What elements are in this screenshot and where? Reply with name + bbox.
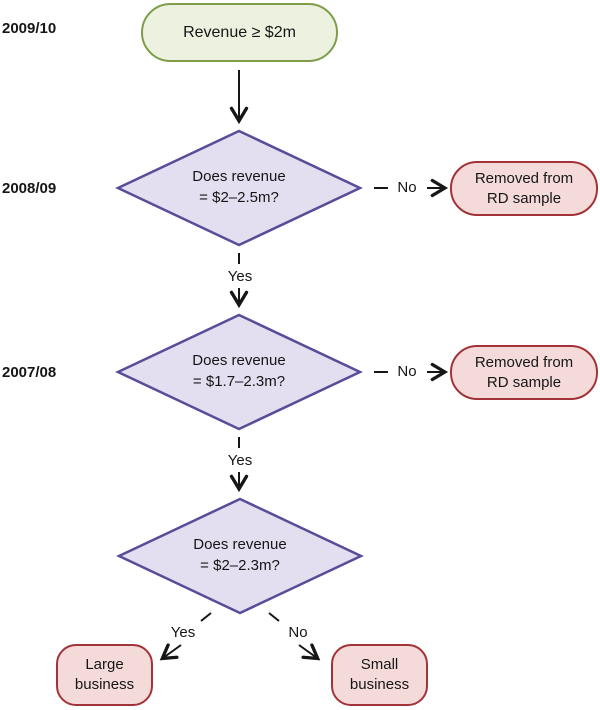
decision-diamond-final [116,497,364,615]
removed2-line2: RD sample [486,373,562,391]
decision2-line1: Does revenue [192,352,286,369]
edge-decision3-no-dash [268,612,280,622]
edge-decision3-yes-arrow [159,643,182,661]
year-label-2008-09: 2008/09 [2,180,57,197]
decision2-text: Does revenue = $1.7–2.3m? [139,350,339,392]
large-line2: business [74,676,135,693]
decision3-line1: Does revenue [193,536,287,553]
large-line1: Large [85,656,124,673]
year-label-2007-08: 2007/08 [2,364,57,381]
year-label-2009-10: 2009/10 [2,20,57,37]
large-business-node: Large business [56,644,153,706]
decision1-line2: = $2–2.5m? [199,189,279,206]
small-business-node: Small business [331,644,428,706]
decision3-line2: = $2–2.3m? [200,557,280,574]
edge-label-yes-1: Yes [220,268,260,286]
removed1-line1: Removed from [474,169,574,187]
edge-decision3-no-arrow [298,643,321,661]
edge-label-yes-2: Yes [220,452,260,470]
start-node: Revenue ≥ $2m [141,3,338,62]
decision-diamond-2007-08 [115,313,363,431]
edge-decision3-yes-dash [200,612,212,622]
removed1-line2: RD sample [486,189,562,207]
edge-label-no-2: No [393,363,421,381]
removed-node-2: Removed from RD sample [450,345,598,400]
start-node-label: Revenue ≥ $2m [183,23,296,41]
edge-label-no-3: No [283,624,313,642]
small-line1: Small [360,656,399,673]
edge-label-no-1: No [393,179,421,197]
small-line2: business [349,676,410,693]
decision1-line1: Does revenue [192,168,286,185]
edge-label-yes-3: Yes [163,624,203,642]
removed-node-1: Removed from RD sample [450,161,598,216]
decision3-text: Does revenue = $2–2.3m? [140,534,340,576]
decision2-line2: = $1.7–2.3m? [192,373,286,390]
decision1-text: Does revenue = $2–2.5m? [139,166,339,208]
removed2-line1: Removed from [474,353,574,371]
decision-diamond-2008-09 [115,129,363,247]
